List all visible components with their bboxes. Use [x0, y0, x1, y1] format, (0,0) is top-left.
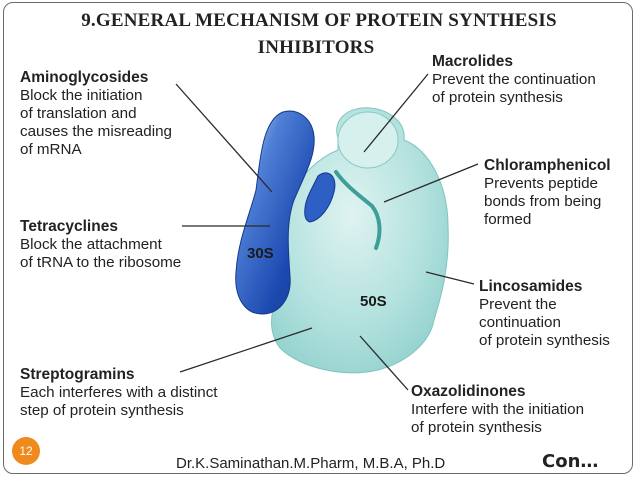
- small-subunit-lobe: [304, 172, 336, 223]
- drug-streptogramins: Streptogramins Each interferes with a di…: [20, 366, 218, 420]
- drug-name: Oxazolidinones: [411, 383, 526, 400]
- large-subunit-knob: [337, 111, 399, 169]
- drug-effect: Prevent the continuation of protein synt…: [432, 71, 596, 106]
- drug-name: Lincosamides: [479, 278, 583, 295]
- drug-name: Chloramphenicol: [484, 157, 611, 174]
- continue-label: Con…: [542, 451, 599, 472]
- drug-name: Tetracyclines: [20, 218, 118, 235]
- drug-effect: Prevent the continuation of protein synt…: [479, 296, 610, 349]
- drug-macrolides: Macrolides Prevent the continuation of p…: [432, 53, 596, 107]
- slide-title-line2: INHIBITORS: [257, 37, 375, 58]
- drug-lincosamides: Lincosamides Prevent the continuation of…: [479, 278, 610, 350]
- drug-effect: Block the initiation of translation and …: [20, 87, 172, 158]
- label-50s: 50S: [360, 293, 387, 310]
- drug-name: Macrolides: [432, 53, 513, 70]
- page-number-badge: 12: [12, 437, 40, 465]
- leader-aminoglycosides: [175, 83, 273, 193]
- drug-name: Streptogramins: [20, 366, 135, 383]
- slide-title-line1: 9.GENERAL MECHANISM OF PROTEIN SYNTHESIS: [81, 10, 557, 31]
- small-subunit-30s: [235, 110, 315, 315]
- drug-effect: Each interferes with a distinct step of …: [20, 384, 218, 419]
- leader-chloramphenicol: [383, 163, 479, 203]
- drug-name: Aminoglycosides: [20, 69, 149, 86]
- footer-author: Dr.K.Saminathan.M.Pharm, M.B.A, Ph.D: [176, 455, 446, 472]
- drug-effect: Block the attachment of tRNA to the ribo…: [20, 236, 182, 271]
- drug-chloramphenicol: Chloramphenicol Prevents peptide bonds f…: [484, 157, 611, 229]
- leader-lincosamides: [425, 271, 475, 285]
- exit-tunnel: [334, 170, 382, 250]
- label-30s: 30S: [247, 245, 274, 262]
- drug-oxazolidinones: Oxazolidinones Interfere with the initia…: [411, 383, 584, 437]
- drug-effect: Interfere with the initiation of protein…: [411, 401, 585, 436]
- slide-frame: [3, 2, 633, 474]
- drug-tetracyclines: Tetracyclines Block the attachment of tR…: [20, 218, 181, 272]
- leader-oxazolidinones: [359, 335, 409, 391]
- leader-macrolides: [363, 73, 429, 153]
- leader-lines: [175, 73, 479, 391]
- leader-streptogramins: [179, 327, 313, 373]
- drug-effect: Prevents peptide bonds from being formed: [484, 175, 602, 228]
- drug-aminoglycosides: Aminoglycosides Block the initiation of …: [20, 69, 172, 159]
